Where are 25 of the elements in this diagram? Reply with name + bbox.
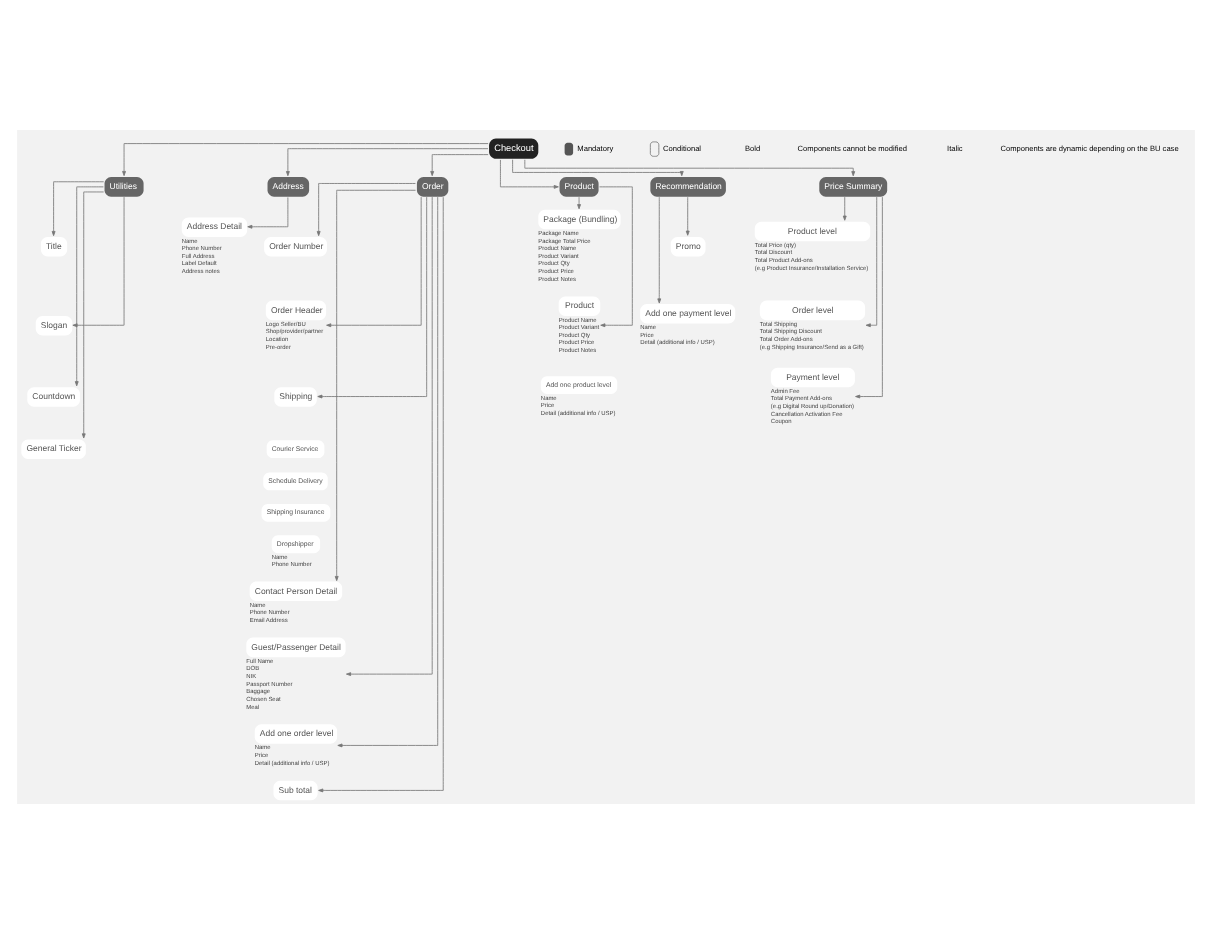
arrow [337,195,439,747]
arrow [317,195,428,398]
arrow [285,147,489,176]
arrow [524,158,856,176]
arrow [855,195,883,398]
arrow [51,180,105,236]
arrow [657,195,662,303]
arrow [500,158,559,188]
arrow [72,195,125,327]
arrow [599,185,633,327]
arrow [430,153,489,176]
arrow [74,185,104,386]
arrow [842,195,847,220]
arrow [865,195,878,327]
arrow [122,142,489,176]
arrow [577,195,581,209]
arrow [318,195,444,792]
arrow [512,158,684,176]
arrow [346,195,433,676]
arrow [685,195,690,235]
arrow [326,195,422,327]
arrow [81,190,105,438]
arrow [247,196,289,228]
arrow [316,182,416,236]
arrow [334,188,416,581]
